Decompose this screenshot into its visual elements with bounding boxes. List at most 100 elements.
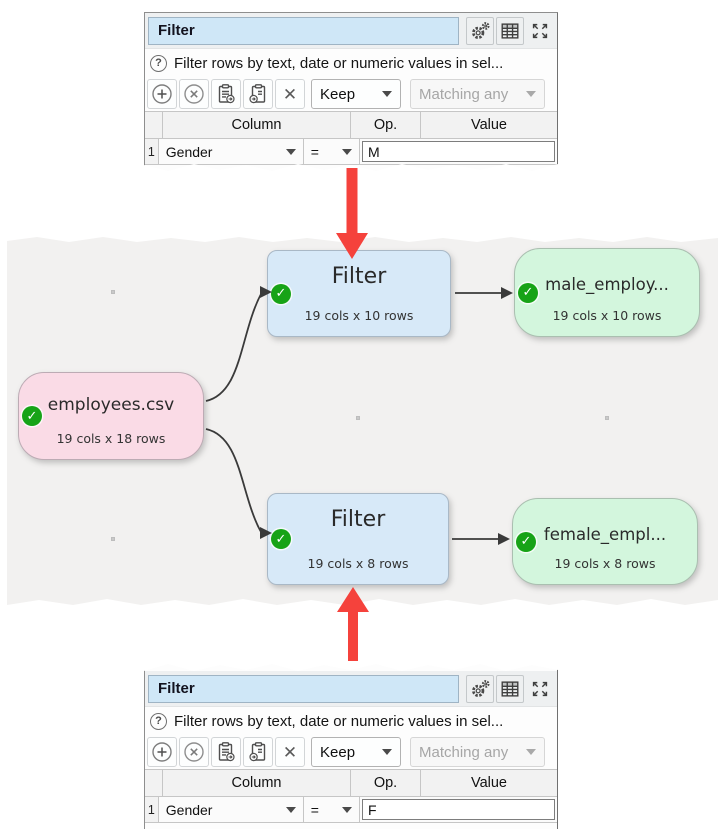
node-stats: 19 cols x 8 rows xyxy=(307,556,409,571)
x-circle-icon xyxy=(184,742,204,762)
copy-criteria-button[interactable] xyxy=(211,79,241,109)
column-header: Column xyxy=(163,112,351,139)
help-icon[interactable]: ? xyxy=(150,54,167,72)
remove-row-button[interactable] xyxy=(179,737,209,767)
filter-settings-panel-bottom: Filter xyxy=(144,664,558,829)
panel-titlebar: Filter xyxy=(145,671,557,707)
table-view-button[interactable] xyxy=(496,674,524,703)
grid-dot xyxy=(111,537,115,541)
column-header: Column xyxy=(163,770,351,797)
grid-dot xyxy=(356,416,360,420)
node-stats: 19 cols x 18 rows xyxy=(56,431,166,446)
plus-circle-icon xyxy=(152,84,172,104)
grid-dot xyxy=(111,290,115,294)
chevron-down-icon xyxy=(285,806,296,813)
row-number: 1 xyxy=(145,139,159,165)
settings-gear-button[interactable] xyxy=(466,674,494,703)
panel-titlebar: Filter xyxy=(145,13,557,49)
expand-icon xyxy=(532,681,548,696)
delete-criteria-button[interactable]: ✕ xyxy=(275,79,305,109)
chevron-down-icon xyxy=(526,749,536,755)
node-stats: 19 cols x 8 rows xyxy=(554,556,656,571)
chevron-down-icon xyxy=(382,91,392,97)
value-input[interactable] xyxy=(362,799,555,820)
x-circle-icon xyxy=(184,84,204,104)
op-header: Op. xyxy=(351,770,421,797)
column-select[interactable]: Gender xyxy=(158,139,304,165)
table-icon xyxy=(501,680,519,697)
criteria-row: 1 Gender = xyxy=(145,139,557,165)
node-stats: 19 cols x 10 rows xyxy=(552,308,662,323)
add-row-button[interactable] xyxy=(147,737,177,767)
paste-criteria-button[interactable] xyxy=(243,737,273,767)
gear-icon xyxy=(472,21,490,39)
clipboard-paste-icon xyxy=(249,84,266,104)
chevron-down-icon xyxy=(342,806,352,813)
x-icon: ✕ xyxy=(282,742,298,762)
node-label: Filter xyxy=(330,507,386,532)
column-select[interactable]: Gender xyxy=(158,797,304,823)
add-row-button[interactable] xyxy=(147,79,177,109)
status-ok-icon: ✓ xyxy=(22,406,42,426)
node-label: employees.csv xyxy=(47,395,175,415)
help-icon[interactable]: ? xyxy=(150,712,167,730)
plus-circle-icon xyxy=(152,742,172,762)
settings-gear-button[interactable] xyxy=(466,16,494,45)
status-ok-icon: ✓ xyxy=(516,531,536,552)
value-header: Value xyxy=(421,112,557,139)
remove-row-button[interactable] xyxy=(179,79,209,109)
node-stats: 19 cols x 10 rows xyxy=(304,308,414,323)
status-ok-icon: ✓ xyxy=(271,283,291,304)
value-input[interactable] xyxy=(362,141,555,162)
help-text: Filter rows by text, date or numeric val… xyxy=(174,712,504,730)
matching-dropdown-disabled: Matching any xyxy=(410,737,545,767)
criteria-table: Column Op. Value 1 Gender = xyxy=(145,769,557,823)
node-label: Filter xyxy=(331,264,387,289)
criteria-table-header: Column Op. Value xyxy=(145,770,557,797)
delete-criteria-button[interactable]: ✕ xyxy=(275,737,305,767)
chevron-down-icon xyxy=(342,148,352,155)
op-select[interactable]: = xyxy=(303,797,360,823)
status-ok-icon: ✓ xyxy=(271,529,291,549)
clipboard-copy-icon xyxy=(218,742,235,762)
expand-button[interactable] xyxy=(526,17,554,45)
criteria-table-header: Column Op. Value xyxy=(145,112,557,139)
row-number: 1 xyxy=(145,797,159,823)
op-header: Op. xyxy=(351,112,421,139)
chevron-down-icon xyxy=(526,91,536,97)
node-employees-csv[interactable]: ✓ employees.csv 19 cols x 18 rows xyxy=(18,372,204,460)
expand-button[interactable] xyxy=(526,675,554,703)
node-label: female_empl... xyxy=(543,525,667,544)
copy-criteria-button[interactable] xyxy=(211,737,241,767)
criteria-toolbar: ✕ Keep Matching any xyxy=(145,77,557,111)
filter-settings-panel-top: Filter xyxy=(144,12,558,171)
op-select[interactable]: = xyxy=(303,139,360,165)
node-male-employees-output[interactable]: ✓ male_employ... 19 cols x 10 rows xyxy=(514,248,700,337)
criteria-table: Column Op. Value 1 Gender = xyxy=(145,111,557,165)
status-ok-icon: ✓ xyxy=(518,282,538,303)
clipboard-copy-icon xyxy=(218,84,235,104)
chevron-down-icon xyxy=(285,148,296,155)
x-icon: ✕ xyxy=(282,84,298,104)
keep-dropdown[interactable]: Keep xyxy=(311,737,401,767)
transform-name-field[interactable]: Filter xyxy=(148,674,459,703)
gear-icon xyxy=(472,679,490,697)
keep-dropdown[interactable]: Keep xyxy=(311,79,401,109)
clipboard-paste-icon xyxy=(249,742,266,762)
value-header: Value xyxy=(421,770,557,797)
node-filter-male[interactable]: ✓ Filter 19 cols x 10 rows xyxy=(267,250,451,337)
help-text: Filter rows by text, date or numeric val… xyxy=(174,54,504,72)
transform-name-field[interactable]: Filter xyxy=(148,16,459,45)
table-icon xyxy=(501,22,519,39)
chevron-down-icon xyxy=(382,749,392,755)
criteria-row: 1 Gender = xyxy=(145,797,557,823)
grid-dot xyxy=(605,416,609,420)
matching-dropdown-disabled: Matching any xyxy=(410,79,545,109)
node-filter-female[interactable]: ✓ Filter 19 cols x 8 rows xyxy=(267,493,449,585)
expand-icon xyxy=(532,23,548,38)
node-female-employees-output[interactable]: ✓ female_empl... 19 cols x 8 rows xyxy=(512,498,698,585)
table-view-button[interactable] xyxy=(496,16,524,45)
paste-criteria-button[interactable] xyxy=(243,79,273,109)
criteria-toolbar: ✕ Keep Matching any xyxy=(145,735,557,769)
